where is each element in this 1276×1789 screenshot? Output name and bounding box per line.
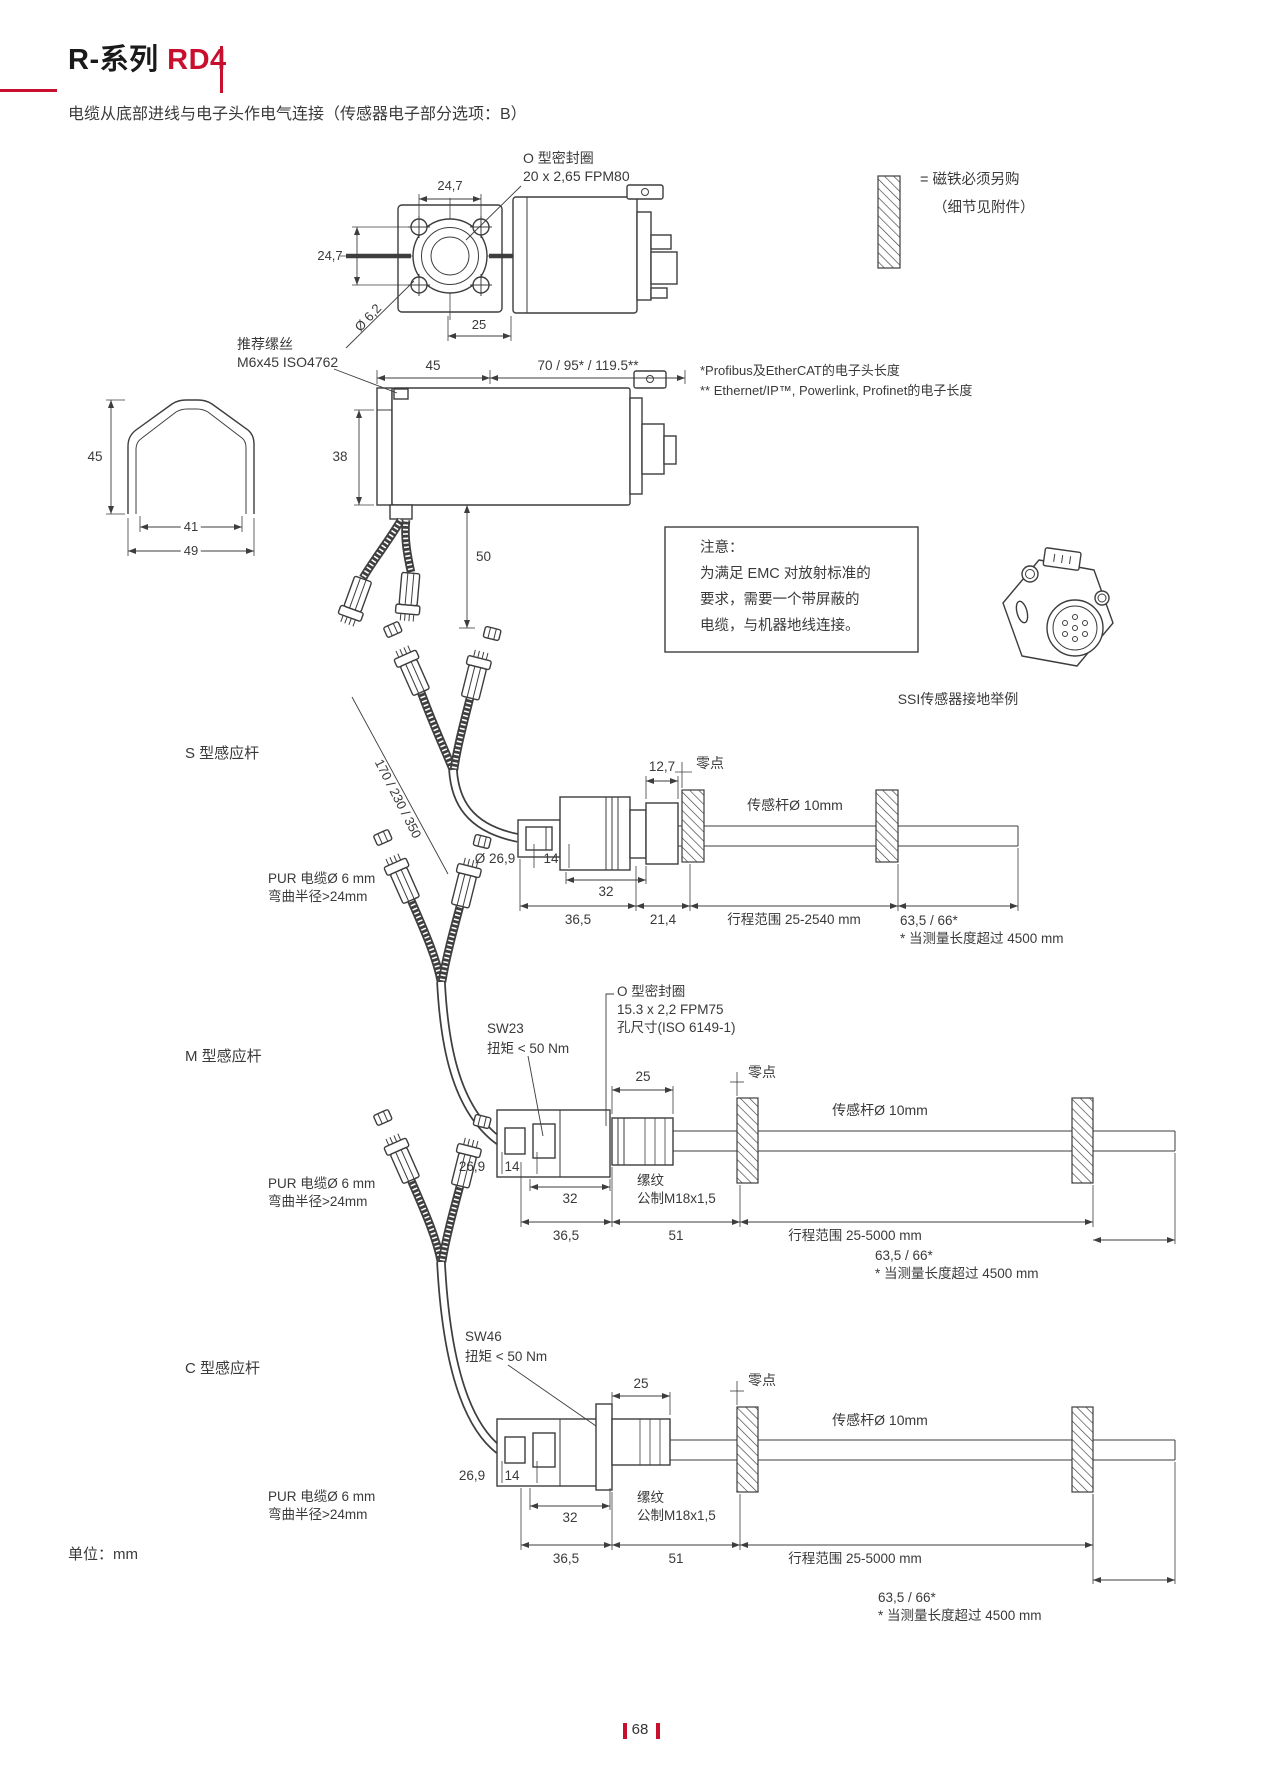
side-dim-flange: 45 [425, 358, 441, 373]
s-dead-zone: 63,5 / 66* [900, 913, 958, 928]
m-pur-note1: PUR 电缆Ø 6 mm [268, 1176, 376, 1191]
ssi-caption: SSI传感器接地举例 [897, 691, 1019, 707]
c-stroke-range: 行程范围 25-5000 mm [788, 1551, 922, 1566]
front-dim-width: 25 [471, 317, 487, 332]
s-length-note: * 当测量长度超过 4500 mm [900, 931, 1064, 946]
model-title: RD4 [167, 44, 227, 76]
m-oring-label2: 15.3 x 2,2 FPM75 [617, 1002, 724, 1017]
notice-line4: 电缆，与机器地线连接。 [700, 618, 860, 634]
c-dead-zone: 63,5 / 66* [878, 1590, 936, 1605]
c-thread-label1: 缧纹 [637, 1490, 664, 1505]
section-label-m: M 型感应杆 [185, 1048, 262, 1065]
c-rod-drawing [372, 1108, 1176, 1584]
c-pur-note2: 弯曲半径>24mm [268, 1507, 368, 1522]
s-dim-14: 14 [543, 851, 559, 866]
head-note2: ** Ethernet/IP™, Powerlink, Profinet的电子长… [700, 383, 973, 398]
c-dim-body-dia: 26,9 [458, 1468, 486, 1483]
s-dim-collar: 12,7 [648, 759, 676, 774]
m-thread-label2: 公制M18x1,5 [637, 1191, 716, 1206]
m-rod-drawing [372, 828, 1176, 1244]
m-dim-51: 51 [668, 1228, 684, 1243]
m-dim-plug: 25 [635, 1069, 651, 1084]
s-rod-label: 传感杆Ø 10mm [747, 797, 843, 813]
c-dim-32: 32 [562, 1510, 578, 1525]
m-stroke-range: 行程范围 25-5000 mm [788, 1228, 922, 1243]
notice-line3: 要求，需要一个带屏蔽的 [700, 592, 860, 608]
header-accent-vertical [220, 46, 223, 93]
section-label-c: C 型感应杆 [185, 1360, 261, 1377]
front-view-drawing [340, 184, 678, 349]
ssi-connector-drawing [1002, 547, 1114, 667]
m-dim-32: 32 [562, 1191, 578, 1206]
s-dim-21-4: 21,4 [649, 912, 677, 927]
series-title: R-系列 [68, 44, 159, 76]
front-oring-label1: O 型密封圈 [523, 150, 594, 166]
s-dim-36-5: 36,5 [564, 912, 592, 927]
screw-label2: M6x45 ISO4762 [237, 354, 339, 370]
m-dim-14: 14 [504, 1159, 520, 1174]
m-dim-body-dia: 26,9 [458, 1159, 486, 1174]
m-length-note: * 当测量长度超过 4500 mm [875, 1266, 1039, 1281]
c-dim-51: 51 [668, 1551, 684, 1566]
page-number-bar-left [623, 1723, 627, 1739]
s-stroke-range: 行程范围 25-2540 mm [727, 912, 861, 927]
front-dim-top: 24,7 [437, 178, 463, 193]
section-label-s: S 型感应杆 [185, 745, 260, 762]
s-zero-label: 零点 [696, 755, 724, 771]
m-zero-label: 零点 [748, 1064, 776, 1080]
s-pur-note2: 弯曲半径>24mm [268, 889, 368, 904]
magnet-legend-hatch [877, 175, 901, 269]
head-note1: *Profibus及EtherCAT的电子头长度 [700, 363, 900, 378]
m-dead-zone: 63,5 / 66* [875, 1248, 933, 1263]
page-number: 68 [631, 1721, 649, 1738]
s-dim-32: 32 [598, 884, 614, 899]
units-note: 单位：mm [68, 1546, 138, 1563]
notice-line1: 注意： [700, 540, 744, 556]
header-accent-horizontal [0, 89, 57, 92]
notice-line2: 为满足 EMC 对放射标准的 [700, 566, 871, 582]
notice-box-border [664, 526, 919, 653]
page-header: R-系列 RD4 [68, 36, 227, 78]
c-dim-plug: 25 [633, 1376, 649, 1391]
c-torque-label: 扭矩 < 50 Nm [465, 1349, 548, 1364]
side-dim-cable: 50 [476, 549, 492, 564]
c-thread-label2: 公制M18x1,5 [637, 1508, 716, 1523]
c-rod-label: 传感杆Ø 10mm [832, 1412, 928, 1428]
legend-line1: = 磁铁必须另购 [920, 172, 1020, 188]
legend-line2: （细节见附件） [933, 200, 1035, 216]
screw-label1: 推荐缧丝 [237, 336, 293, 352]
side-view-drawing [106, 368, 686, 629]
front-oring-label2: 20 x 2,65 FPM80 [523, 168, 630, 184]
side-dim-height: 38 [332, 449, 348, 464]
m-oring-label1: O 型密封圈 [617, 984, 686, 999]
s-dim-body-dia: Ø 26,9 [474, 851, 516, 866]
page-title: 电缆从底部进线与电子头作电气连接（传感器电子部分选项：B） [68, 106, 527, 123]
c-zero-label: 零点 [748, 1372, 776, 1388]
side-dim-head: 70 / 95* / 119.5** [537, 358, 639, 373]
c-dim-36-5: 36,5 [552, 1551, 580, 1566]
c-wrench-label: SW46 [465, 1329, 502, 1344]
m-pur-note2: 弯曲半径>24mm [268, 1194, 368, 1209]
m-rod-label: 传感杆Ø 10mm [832, 1102, 928, 1118]
profile-dim-outer: 49 [180, 543, 202, 559]
c-pur-note1: PUR 电缆Ø 6 mm [268, 1489, 376, 1504]
m-torque-label: 扭矩 < 50 Nm [487, 1041, 570, 1056]
m-oring-label3: 孔尺寸(ISO 6149-1) [617, 1020, 736, 1035]
profile-dim-inner: 41 [180, 519, 202, 535]
s-rod-drawing [351, 620, 1019, 911]
front-dim-left: 24,7 [317, 248, 343, 263]
m-thread-label1: 缧纹 [637, 1173, 664, 1188]
c-dim-14: 14 [504, 1468, 520, 1483]
s-pur-note1: PUR 电缆Ø 6 mm [268, 871, 376, 886]
m-wrench-label: SW23 [487, 1021, 524, 1036]
page-number-bar-right [656, 1723, 660, 1739]
m-dim-36-5: 36,5 [552, 1228, 580, 1243]
profile-dim-height: 45 [87, 449, 103, 464]
c-length-note: * 当测量长度超过 4500 mm [878, 1608, 1042, 1623]
